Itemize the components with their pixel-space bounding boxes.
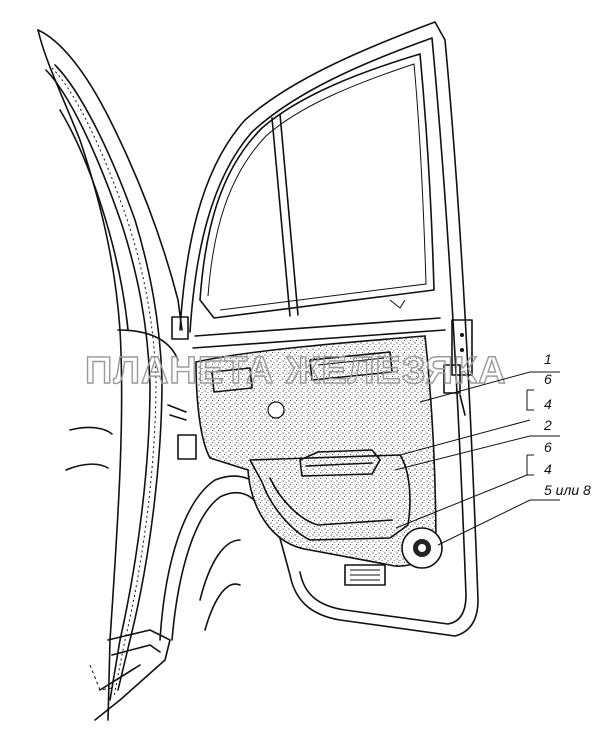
callout-1: 1 xyxy=(544,351,552,367)
callout-6-lower: 6 xyxy=(544,439,552,455)
door-pocket xyxy=(249,449,411,541)
callout-4-lower: 4 xyxy=(544,461,552,477)
speaker-grille xyxy=(344,527,443,586)
door-sill xyxy=(89,629,171,721)
watermark-text: ПЛАНЕТА ЖЕЛЕЗЯКА xyxy=(85,350,507,392)
body-pillar xyxy=(37,29,183,721)
door-frame xyxy=(179,21,479,637)
callout-5-or-8: 5 или 8 xyxy=(544,482,591,498)
callout-4-upper: 4 xyxy=(544,396,552,412)
callout-6-upper: 6 xyxy=(544,371,552,387)
callout-2: 2 xyxy=(543,417,552,433)
callout-leaders xyxy=(394,371,560,546)
door-hinges xyxy=(167,316,197,460)
door-window xyxy=(199,53,435,319)
